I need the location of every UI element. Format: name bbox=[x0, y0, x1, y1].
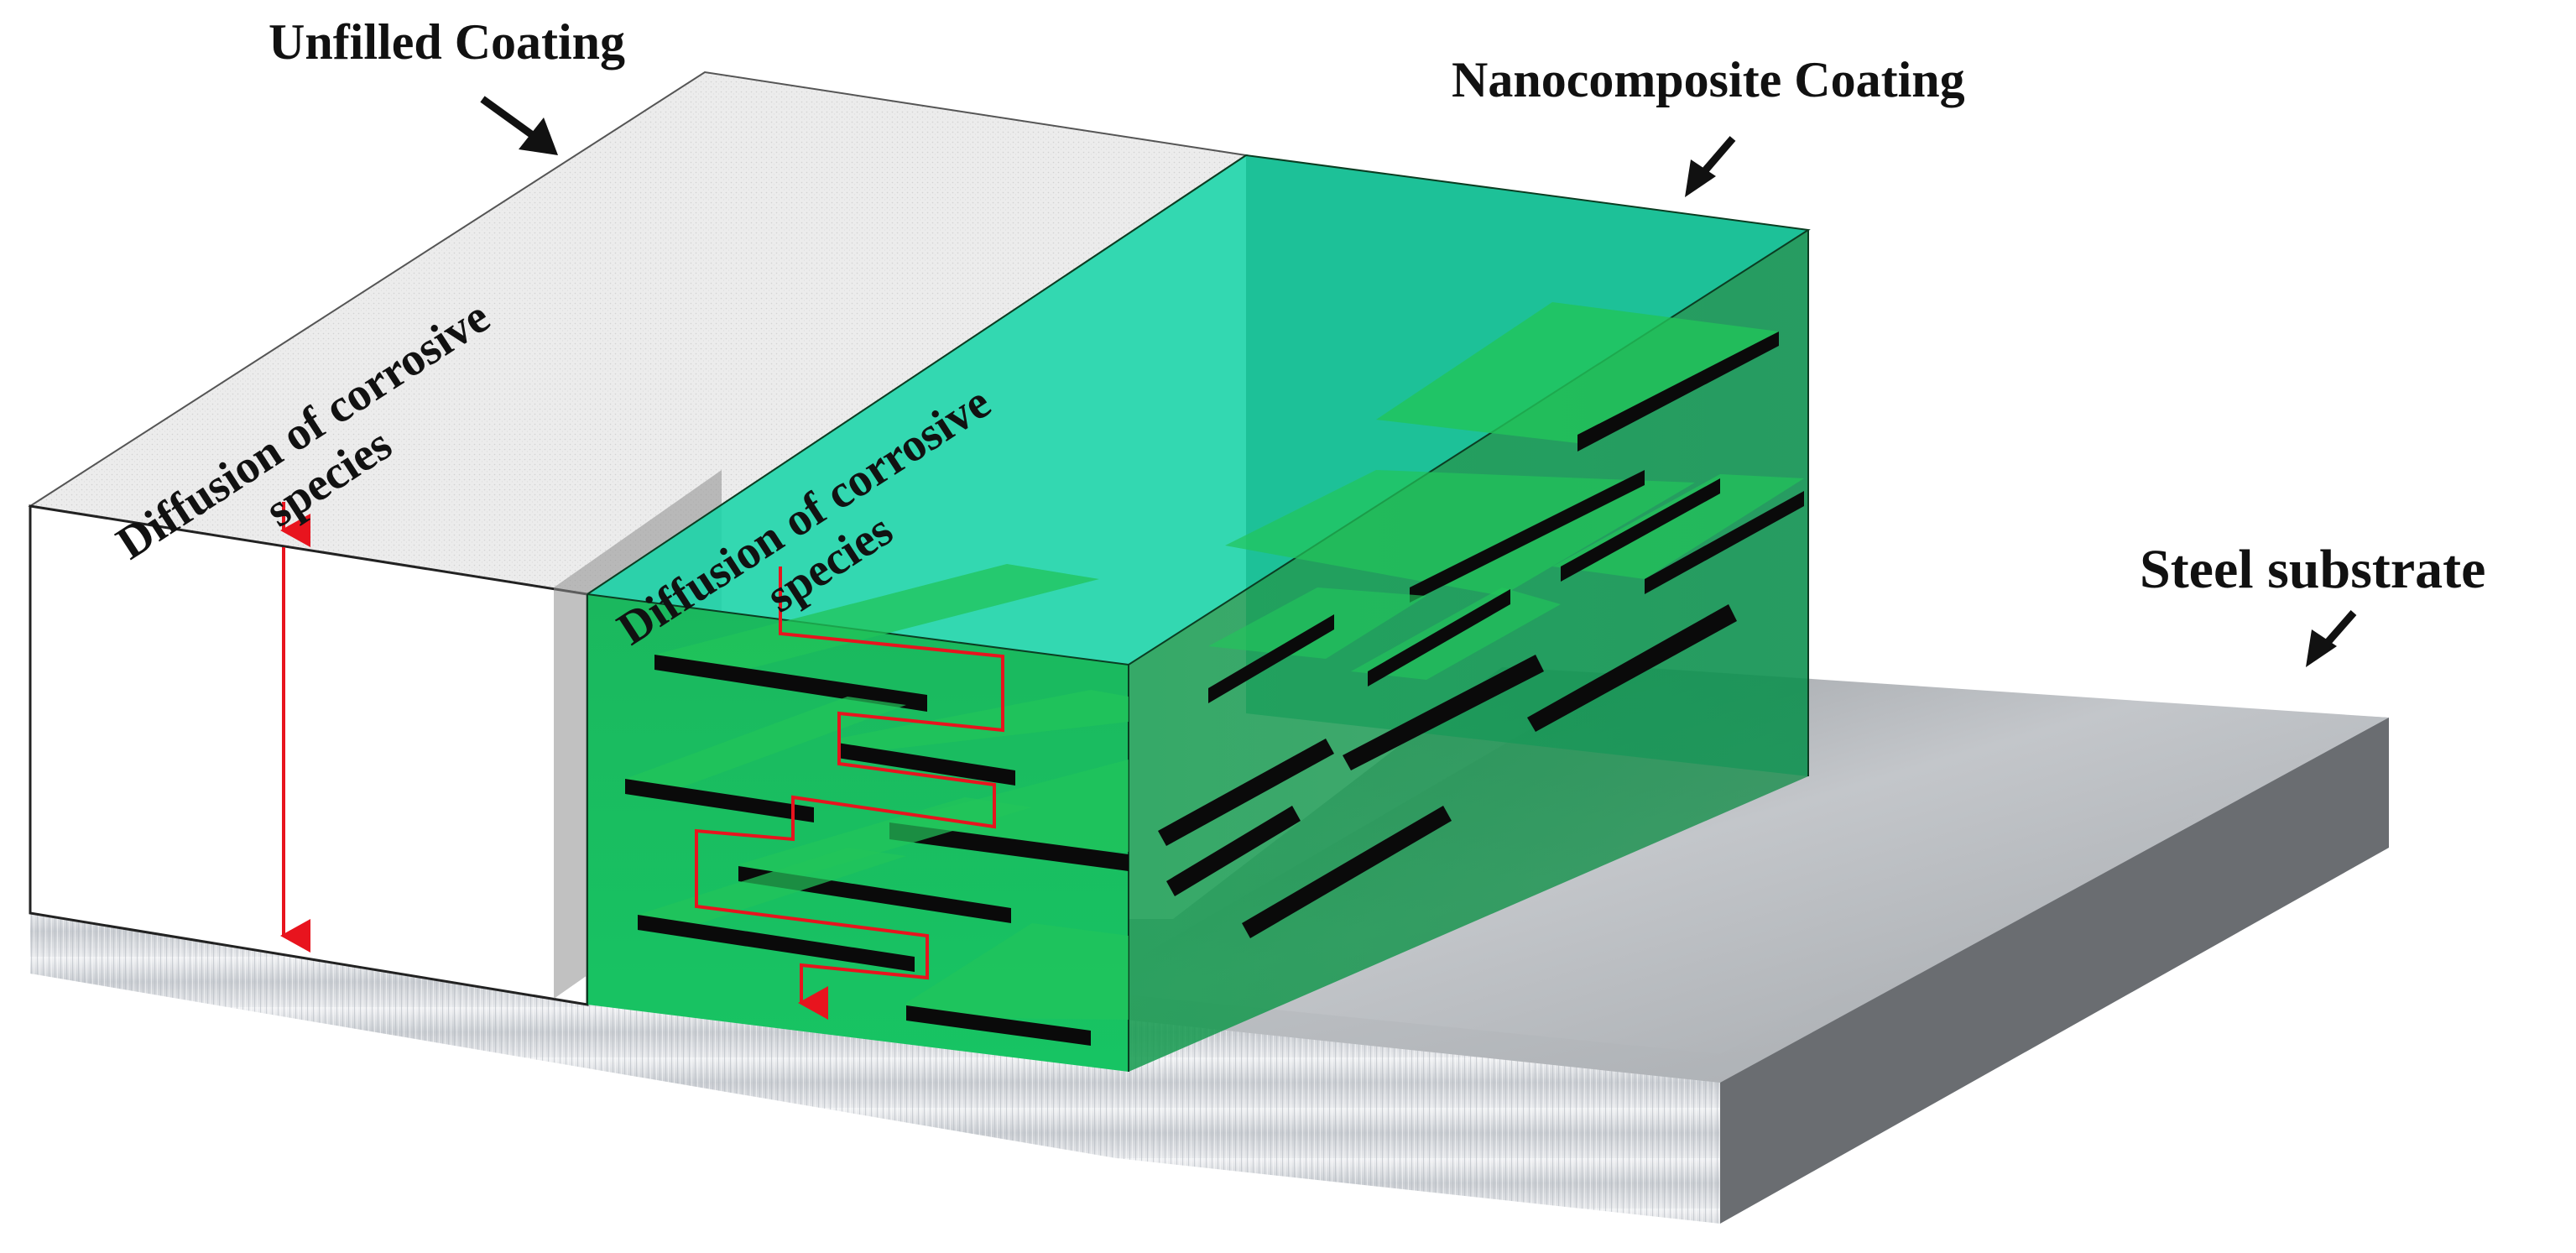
nanocomposite-coating-label: Nanocomposite Coating bbox=[1452, 52, 1965, 107]
steel-front-face bbox=[30, 911, 1720, 1224]
platelet bbox=[654, 564, 1099, 712]
platelet bbox=[1351, 587, 1561, 687]
platelet bbox=[1242, 806, 1452, 938]
platelet bbox=[1225, 470, 1695, 603]
platelet bbox=[1158, 739, 1334, 846]
platelet bbox=[837, 690, 1129, 786]
platelet bbox=[906, 923, 1129, 1046]
platelet bbox=[1166, 806, 1301, 896]
platelet bbox=[1343, 655, 1544, 770]
platelet bbox=[1208, 587, 1426, 703]
diffusion-path-nanocomposite bbox=[695, 566, 1004, 1020]
black-arrow-icon bbox=[480, 96, 558, 155]
platelet bbox=[1552, 474, 1804, 594]
steel-top-plane bbox=[1082, 667, 2389, 1054]
platelets-side bbox=[1158, 302, 1804, 938]
black-arrow-icon bbox=[1685, 136, 1736, 197]
platelet bbox=[1376, 302, 1779, 452]
unfilled-coating-label: Unfilled Coating bbox=[269, 14, 625, 70]
black-arrow-icon bbox=[2306, 610, 2357, 667]
steel-substrate-label: Steel substrate bbox=[2140, 539, 2485, 600]
platelets-front bbox=[625, 564, 1129, 1046]
platelet bbox=[1527, 604, 1737, 732]
platelet bbox=[625, 697, 906, 822]
steel-side-face bbox=[1720, 718, 2389, 1224]
